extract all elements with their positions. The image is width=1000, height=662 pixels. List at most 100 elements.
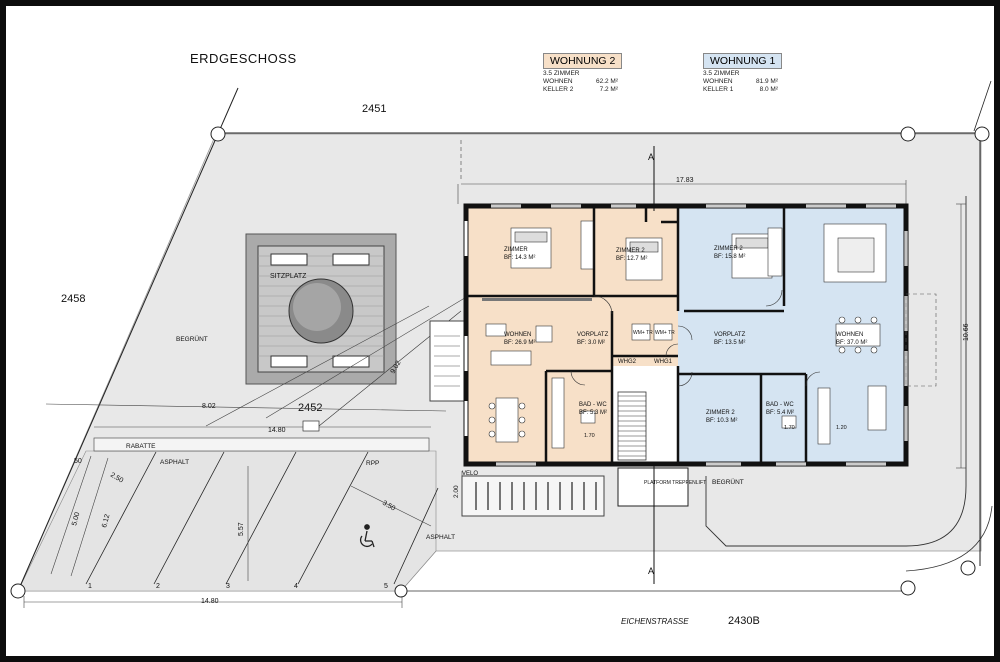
parcel-2458: 2458 xyxy=(61,293,85,305)
parcel-2430b: 2430B xyxy=(728,615,760,627)
room-name-bad-w2: BAD - WC xyxy=(579,402,607,408)
legend-wohnung2-title: WOHNUNG 2 xyxy=(543,53,623,69)
velo-label: VELO xyxy=(462,471,478,477)
street-name: EICHENSTRASSE xyxy=(621,617,689,626)
platform-label: PLATFORM TREPPENLIFT xyxy=(644,480,706,486)
room-area-bad-w1: BF: 5.4 M² xyxy=(766,410,794,416)
room-area-bad-w2: BF: 5.3 M² xyxy=(579,410,607,416)
rabatte-strip xyxy=(93,437,430,452)
legend-key: WOHNEN xyxy=(703,78,733,85)
dim-5-00: 5.00 xyxy=(71,511,81,526)
begruent-left: BEGRÜNT xyxy=(176,335,208,343)
exterior-stair xyxy=(429,320,465,402)
legend-wohnung1-details: 3.5 ZIMMER WOHNEN 81.9 M² KELLER 1 8.0 M² xyxy=(703,70,778,94)
stall-number: 4 xyxy=(294,583,298,590)
legend-key: KELLER 1 xyxy=(703,86,734,93)
room-area-wohnen-w2: BF: 26.9 M² xyxy=(504,340,535,346)
wm-tr-label-w2: WM+ TR xyxy=(633,330,653,336)
room-area-vorplatz-w1: BF: 13.5 M² xyxy=(714,340,745,346)
survey-marker xyxy=(394,584,408,598)
parcel-2451: 2451 xyxy=(362,103,386,115)
asphalt-bottom-label: ASPHALT xyxy=(426,534,455,541)
parking-asphalt xyxy=(17,450,437,592)
parcel-2452: 2452 xyxy=(298,402,322,414)
floor-plan-drawing: SITZPLATZ 2451 2458 2452 2430B EICHENSTR… xyxy=(10,80,993,627)
dim-1-20: 1.20 xyxy=(836,425,847,431)
survey-marker xyxy=(10,583,26,599)
bench xyxy=(270,253,308,266)
dim-14-80-bottom: 14.80 xyxy=(201,598,219,605)
callout-box xyxy=(302,420,320,432)
stall-number: 5 xyxy=(384,583,388,590)
begruent-right: BEGRÜNT xyxy=(712,478,744,486)
dim-17-83: 17.83 xyxy=(676,177,694,184)
room-area-vorplatz-w2: BF: 3.0 M² xyxy=(577,340,605,346)
survey-marker xyxy=(900,126,916,142)
kitchen-counter xyxy=(482,298,592,301)
bench xyxy=(270,355,308,368)
dim-1-70-w2: 1.70 xyxy=(584,433,595,439)
drawing-title: ERDGESCHOSS xyxy=(190,51,297,66)
whg1-label: WHG1 xyxy=(654,359,673,365)
legend-value: 7.2 M² xyxy=(599,86,618,93)
dim-10-66: 10.66 xyxy=(963,323,970,341)
stall-number: 3 xyxy=(226,583,230,590)
asphalt-top-label: ASPHALT xyxy=(160,459,189,466)
survey-marker xyxy=(900,580,916,596)
bench xyxy=(332,355,370,368)
dim-2-00: 2.00 xyxy=(453,485,460,498)
legend-key: KELLER 2 xyxy=(543,86,574,93)
stairs xyxy=(618,395,646,457)
legend-wohnung1-title: WOHNUNG 1 xyxy=(703,53,783,69)
room-name-vorplatz-w2: VORPLATZ xyxy=(577,332,609,338)
stall-number: 2 xyxy=(156,583,160,590)
legend-wohnung2-type: 3.5 ZIMMER xyxy=(543,70,580,77)
room-name-zimmer2b-w1: ZIMMER 2 xyxy=(706,410,735,416)
dim-1-70-w1: 1.70 xyxy=(784,425,795,431)
parking-lines xyxy=(85,451,439,585)
survey-marker xyxy=(960,560,976,576)
survey-marker xyxy=(210,126,226,142)
tree-crown xyxy=(293,283,341,331)
whg2-label: WHG2 xyxy=(618,359,637,365)
room-name-bad-w1: BAD - WC xyxy=(766,402,794,408)
stairs-outline xyxy=(617,391,647,461)
bike-rack xyxy=(461,475,605,517)
street-edge xyxy=(905,505,993,572)
rabatte-label: RABATTE xyxy=(126,443,156,450)
street-edge xyxy=(705,196,967,547)
bench xyxy=(332,253,370,266)
bike-rack-bars xyxy=(475,482,597,510)
room-name-wohnen-w2: WOHNEN xyxy=(504,332,531,338)
room-area-zimmer2-w2: BF: 12.7 M² xyxy=(616,256,647,262)
survey-marker xyxy=(974,126,990,142)
legend-value: 81.9 M² xyxy=(755,78,778,85)
dim-6-12: 6.12 xyxy=(101,513,111,528)
room-area-wohnen-w1: BF: 37.0 M² xyxy=(836,340,867,346)
legend-value: 8.0 M² xyxy=(759,86,778,93)
legend-value: 62.2 M² xyxy=(595,78,618,85)
furniture xyxy=(485,220,887,449)
room-name-zimmer2-w2: ZIMMER 2 xyxy=(616,248,645,254)
disabled-parking-icon xyxy=(359,524,375,548)
section-marker-top: A xyxy=(648,152,654,162)
room-name-zimmer-w2: ZIMMER xyxy=(504,247,528,253)
dim-50: 50 xyxy=(74,458,82,465)
section-marker-bottom: A xyxy=(648,566,654,576)
parcel-line xyxy=(17,87,239,592)
room-name-vorplatz-w1: VORPLATZ xyxy=(714,332,746,338)
legend-wohnung1-type: 3.5 ZIMMER xyxy=(703,70,740,77)
legend-row: WOHNEN 81.9 M² xyxy=(703,78,778,86)
parcel-line xyxy=(973,80,992,132)
door-swings xyxy=(570,289,821,387)
stall-number: 1 xyxy=(88,583,92,590)
lift-platform xyxy=(617,467,689,507)
room-name-zimmer2-w1: ZIMMER 2 xyxy=(714,246,743,252)
dim-5-57: 5.57 xyxy=(238,522,245,536)
wm-tr-label-w1: WM+ TR xyxy=(655,330,675,336)
exterior-stair-treads xyxy=(434,335,460,387)
